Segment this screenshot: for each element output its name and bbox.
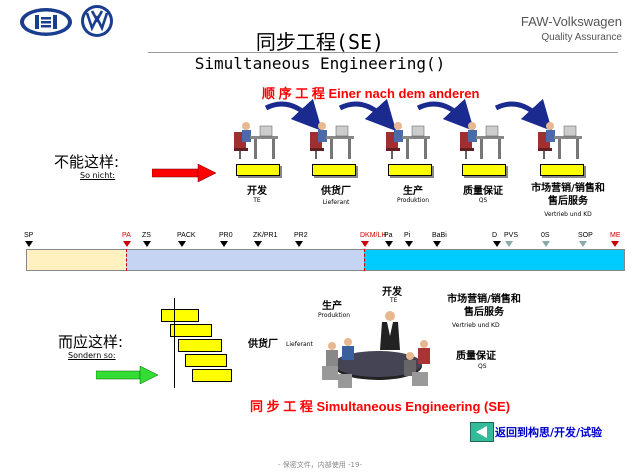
sublabel-marketing: Vertrieb und KD [452, 322, 500, 329]
stage-box-dev [236, 164, 280, 176]
milestone-marker-icon [220, 241, 228, 247]
stage-label: 开发 [247, 186, 267, 197]
label-production: 生产 [322, 301, 342, 312]
milestone-label: DKM/LH [360, 232, 387, 239]
label-development: 开发 [382, 287, 402, 298]
timeline-divider [126, 249, 127, 271]
milestone-label: BaBi [432, 232, 447, 239]
milestone-marker-icon [361, 241, 369, 247]
sublabel-qa: QS [478, 363, 487, 370]
page-subtitle: Simultaneous Engineering() [194, 54, 446, 73]
stage-box-qa [462, 164, 506, 176]
sublabel-supplier: Lieferant [286, 341, 313, 348]
overlap-bar [170, 324, 212, 337]
milestone-marker-icon [295, 241, 303, 247]
meeting-table-icon [322, 311, 430, 388]
faw-logo-icon [20, 8, 72, 36]
header-divider [148, 52, 618, 53]
milestone-label: ZS [142, 232, 151, 239]
label-qa: 质量保证 [456, 351, 496, 362]
stage-label: 质量保证 [463, 186, 503, 197]
triangle-back-icon [476, 426, 487, 438]
milestone-marker-icon [178, 241, 186, 247]
should-like-label: 而应这样: [58, 333, 124, 351]
milestone-marker-icon [611, 241, 619, 247]
label-marketing: 市场营销/销售和 售后服务 [447, 294, 521, 318]
timeline-phase-development [126, 249, 364, 271]
sublabel-production: Produktion [318, 312, 351, 319]
worker-desk-icon [536, 118, 584, 160]
stage-label: 市场营销/销售和 售后服务 [531, 183, 605, 207]
stage-box-marketing [540, 164, 584, 176]
curved-arrow-icon [264, 98, 323, 132]
page-title: 同步工程(SE) [255, 30, 385, 54]
stage-sublabel: QS [478, 197, 488, 204]
not-like-label: 不能这样: [54, 153, 120, 171]
timeline-phase-production [364, 249, 625, 271]
stage-box-production [388, 164, 432, 176]
brand-name: FAW-Volkswagen [520, 14, 622, 29]
stage-label: 供货厂 [321, 186, 351, 197]
milestone-marker-icon [143, 241, 151, 247]
milestone-label: PR0 [219, 232, 233, 239]
curved-arrow-icon [416, 98, 475, 132]
milestone-label: PACK [177, 232, 196, 239]
milestone-marker-icon [542, 241, 550, 247]
worker-desk-icon [308, 118, 356, 160]
milestone-label: Pi [404, 232, 411, 239]
milestone-marker-icon [433, 241, 441, 247]
milestone-label: ZK/PR1 [253, 232, 278, 239]
stage-sublabel: TE [253, 197, 261, 204]
milestone-marker-icon [254, 241, 262, 247]
stage-label: 生产 [403, 186, 423, 197]
worker-desk-icon [232, 118, 280, 160]
curved-arrow-icon [494, 98, 553, 132]
milestone-marker-icon [405, 241, 413, 247]
overlap-bar [185, 354, 227, 367]
overlap-bar [192, 369, 232, 382]
timeline-divider [364, 249, 365, 271]
milestone-label: PA [122, 232, 131, 239]
label-supplier: 供货厂 [248, 339, 278, 350]
sequential-title: 顺 序 工 程 Einer nach dem anderen [262, 86, 480, 101]
stage-box-supplier [312, 164, 356, 176]
vw-logo-icon [81, 5, 113, 37]
green-arrow-icon [96, 366, 158, 384]
simultaneous-title: 同 步 工 程 Simultaneous Engineering (SE) [250, 399, 511, 414]
stage-sublabel: Vertrieb und KD [544, 211, 592, 218]
overlap-bar [161, 309, 199, 322]
curved-arrow-icon [338, 98, 397, 132]
milestone-marker-icon [123, 241, 131, 247]
milestone-label: PR2 [294, 232, 308, 239]
overlap-axis-line [174, 298, 175, 388]
milestone-marker-icon [505, 241, 513, 247]
sublabel-development: TE [390, 297, 398, 304]
milestone-marker-icon [579, 241, 587, 247]
milestone-label: D [492, 232, 498, 239]
footer-text: - 保密文件，内部使用 -19- [278, 461, 362, 469]
brand-subtitle: Quality Assurance [541, 32, 622, 43]
worker-desk-icon [384, 118, 432, 160]
curved-arrows [264, 98, 553, 132]
stage-sublabel: Produktion [396, 197, 430, 204]
milestone-label: SOP [578, 232, 593, 239]
milestone-label: ME [610, 232, 621, 239]
milestone-label: PVS [504, 232, 519, 239]
not-like-sublabel: So nicht: [80, 171, 116, 180]
milestone-marker-icon [493, 241, 501, 247]
red-arrow-icon [152, 164, 216, 182]
milestone-label: SP [24, 232, 34, 239]
overlap-bar [178, 339, 222, 352]
stage-sublabel: Lieferant [322, 199, 350, 206]
milestone-marker-icon [25, 241, 33, 247]
back-link[interactable]: 返回到构思/开发/试验 [495, 426, 603, 439]
should-like-sublabel: Sondern so: [68, 351, 116, 360]
timeline-phase-concept [26, 249, 127, 271]
worker-desk-icon [458, 118, 506, 160]
milestone-marker-icon [385, 241, 393, 247]
milestone-label: 0S [541, 232, 550, 239]
back-button[interactable] [470, 422, 494, 442]
milestone-label: Pa [384, 232, 393, 239]
